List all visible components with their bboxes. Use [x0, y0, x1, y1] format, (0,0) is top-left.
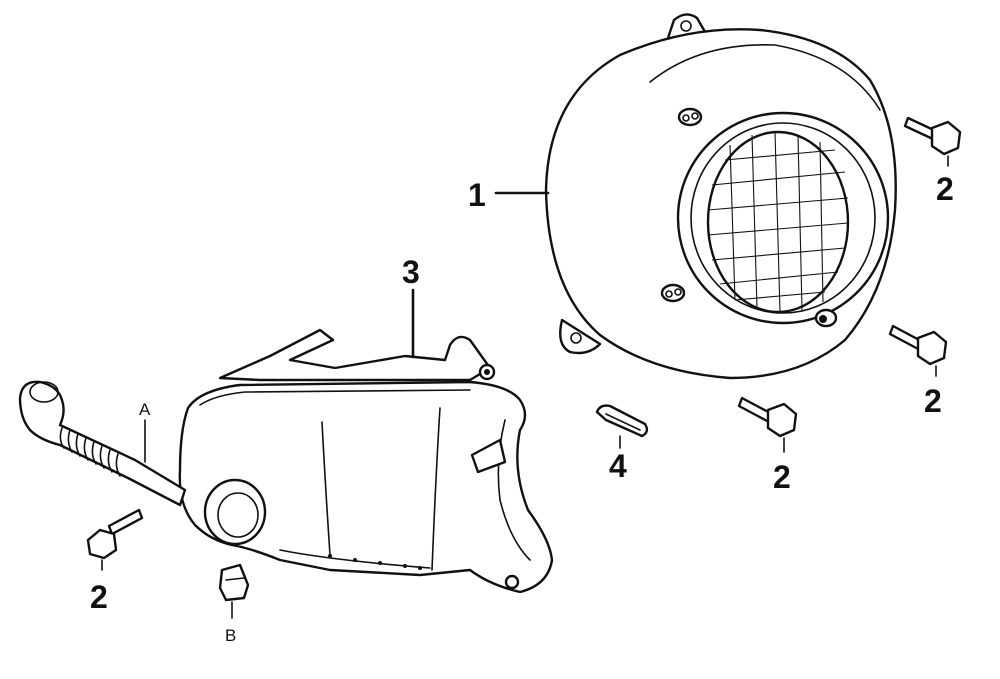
fan-cover-part [494, 13, 897, 380]
callout-b: B [225, 626, 236, 645]
clip-part-4 [595, 404, 649, 449]
callout-1: 1 [468, 177, 486, 213]
callout-4: 4 [609, 448, 627, 484]
clip-b-part [218, 563, 250, 619]
cylinder-shroud-part [178, 288, 554, 594]
callout-2-center: 2 [773, 459, 791, 495]
bolt-lower-left [86, 508, 144, 571]
callout-2-middle-right: 2 [924, 383, 942, 419]
bolt-middle-right [888, 324, 948, 377]
bolt-upper-right [903, 116, 962, 167]
air-pipe-part [18, 380, 187, 507]
bolt-center [737, 396, 798, 453]
callout-3: 3 [402, 254, 420, 290]
callout-2-lower-left: 2 [90, 579, 108, 615]
callout-a: A [139, 400, 151, 419]
callout-2-upper-right: 2 [936, 171, 954, 207]
